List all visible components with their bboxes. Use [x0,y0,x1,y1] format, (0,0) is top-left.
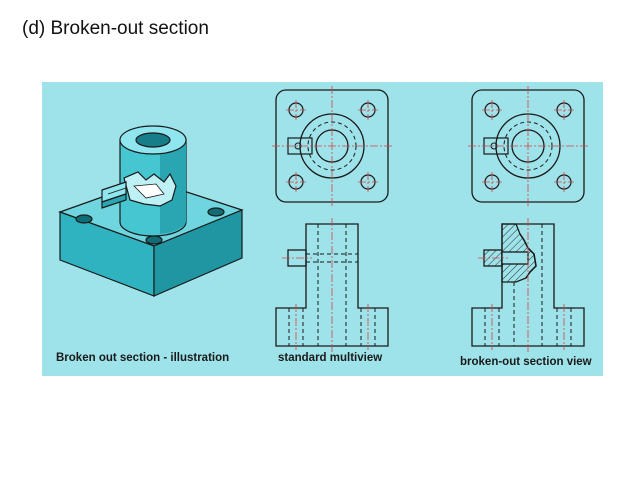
isometric-part-illustration [58,125,244,297]
caption-broken-out-view: broken-out section view [460,356,592,368]
caption-illustration: Broken out section - illustration [56,352,230,364]
figure-panel: Broken out section - illustration standa… [42,82,603,376]
slide-title: (d) Broken-out section [22,18,209,39]
standard-top-view [272,86,392,206]
broken-out-top-view [468,86,588,206]
figure-drawing [58,86,588,352]
broken-out-front-view [471,218,585,352]
caption-standard-multiview: standard multiview [278,352,383,364]
standard-front-view [275,218,389,352]
